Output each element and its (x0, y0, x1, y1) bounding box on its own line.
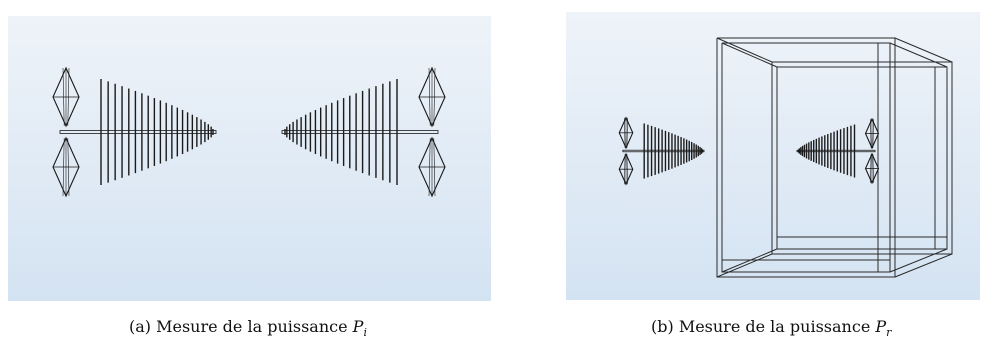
panel-b-diagram (566, 12, 980, 300)
bowtie-wire (433, 137, 436, 197)
bowtie-wire (870, 153, 872, 184)
panel-b-background (566, 12, 980, 300)
caption-b-symbol: Pr (875, 317, 892, 340)
bowtie-wire (872, 118, 874, 149)
bowtie-wire (870, 118, 872, 149)
wireframe-box (716, 37, 953, 278)
caption-b-label: (b) Mesure de la puissance (651, 317, 871, 336)
bowtie-wire (67, 137, 70, 197)
box-edge (894, 37, 953, 63)
bowtie-wire (67, 67, 70, 127)
bowtie-wire (626, 117, 628, 148)
antenna-boom (59, 130, 217, 134)
antenna-right (796, 117, 880, 185)
antenna-boom (796, 149, 876, 153)
box-edge (716, 37, 773, 63)
caption-a: (a) Mesure de la puissance Pi (129, 317, 367, 343)
bowtie-wire (624, 117, 626, 148)
box-edge (716, 253, 773, 278)
antenna-boom (281, 130, 439, 134)
caption-b-subscript: r (886, 326, 892, 340)
bowtie-wire (428, 67, 431, 127)
antenna-left (618, 116, 705, 186)
bowtie-wire (62, 137, 65, 197)
caption-b-symbol-letter: P (875, 317, 887, 336)
antenna-boom (622, 149, 705, 153)
antenna-right (281, 66, 446, 198)
bowtie-wire (626, 154, 628, 185)
bowtie-wire (62, 67, 65, 127)
box-edge (889, 248, 948, 273)
box-edge (889, 42, 948, 68)
caption-a-symbol: Pi (352, 317, 367, 340)
bowtie-wire (433, 67, 436, 127)
bowtie-wire (428, 137, 431, 197)
bowtie-wire (624, 154, 626, 185)
panel-a-diagram (8, 16, 491, 301)
panel-a-background (8, 16, 491, 301)
caption-a-label: (a) Mesure de la puissance (129, 317, 348, 336)
caption-a-symbol-letter: P (352, 317, 364, 336)
box-edge (721, 42, 778, 68)
caption-b: (b) Mesure de la puissance Pr (651, 317, 891, 343)
panel-a-free-space (8, 16, 491, 301)
antenna-left (52, 66, 217, 198)
box-edge (894, 253, 953, 278)
panel-b-reverberation-box (566, 12, 980, 300)
caption-a-subscript: i (363, 326, 367, 340)
bowtie-wire (872, 153, 874, 184)
